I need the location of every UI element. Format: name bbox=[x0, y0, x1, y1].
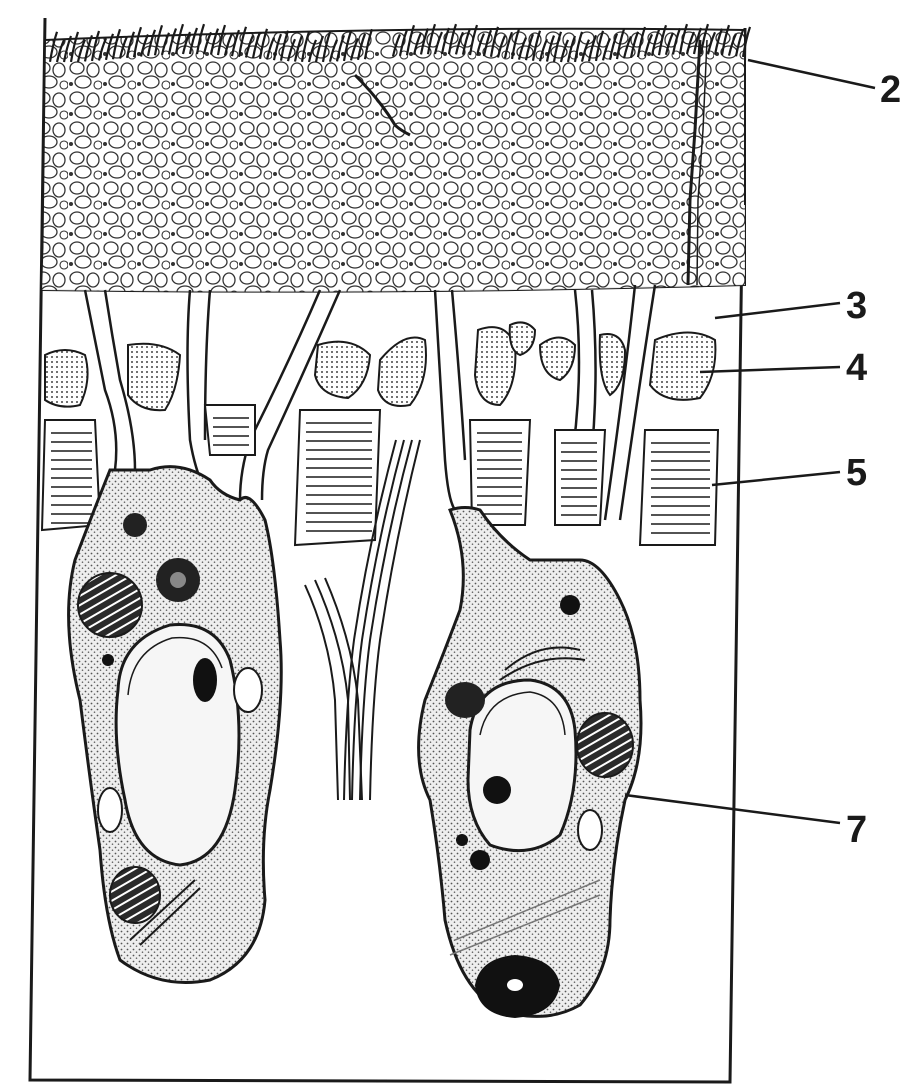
right-receptor-cell bbox=[419, 508, 641, 1019]
leader-2 bbox=[748, 60, 875, 88]
left-organelle-striped bbox=[78, 573, 142, 637]
label-5: 5 bbox=[846, 452, 867, 494]
right-organelle-striped bbox=[577, 713, 633, 777]
label-2: 2 bbox=[880, 69, 901, 111]
label-3: 3 bbox=[846, 285, 867, 327]
leader-5 bbox=[712, 472, 840, 485]
leader-4 bbox=[700, 367, 840, 372]
label-4: 4 bbox=[846, 347, 867, 389]
label-7: 7 bbox=[846, 809, 867, 851]
granular-bodies bbox=[45, 322, 715, 410]
right-nucleus bbox=[468, 680, 576, 851]
left-receptor-cell bbox=[69, 467, 282, 983]
left-organelle-lower bbox=[110, 867, 160, 923]
left-nucleus bbox=[116, 624, 239, 865]
leader-3 bbox=[715, 303, 840, 318]
mucus-layer bbox=[42, 29, 745, 292]
